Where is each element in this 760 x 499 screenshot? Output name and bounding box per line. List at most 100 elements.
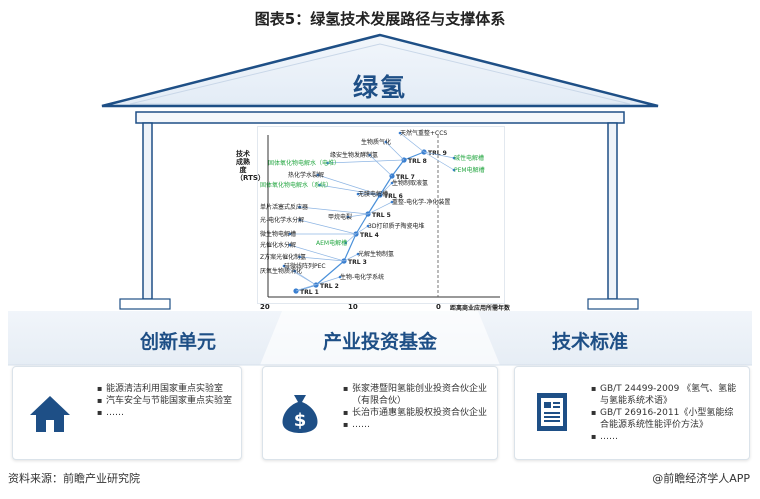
tech-label: 无膜电解槽 <box>358 190 388 198</box>
tech-label: 重整-电化学-净化装置 <box>392 198 450 206</box>
source-note: 资料来源：前瞻产业研究院 <box>8 472 140 485</box>
tech-node <box>390 200 394 204</box>
tech-label: 光-电化学水分解 <box>260 216 304 224</box>
list-item: GB/T 26916-2011《小型氢能综合能源系统性能评价方法》 <box>591 407 741 431</box>
tech-connector <box>347 213 369 218</box>
pillar-title-innovation: 创新单元 <box>139 331 216 353</box>
tech-connector <box>345 233 357 244</box>
x-tick-20: 20 <box>260 303 270 311</box>
tech-label: 固体氧化物电解水（系统） <box>260 181 332 189</box>
tech-node <box>452 168 456 172</box>
y-axis-label: 技术成熟度（RTS） <box>236 150 265 182</box>
tech-node <box>298 205 301 209</box>
tech-node <box>366 224 370 228</box>
trl-label: TRL 4 <box>360 232 379 239</box>
trl-label: TRL 2 <box>320 283 339 290</box>
tech-node <box>298 255 301 259</box>
tech-connector <box>317 174 381 196</box>
investment-list: 张家港暨阳氢能创业投资合伙企业（有限合伙） 长治市通惠氢能股权投资合伙企业 …… <box>343 383 489 431</box>
tech-connector <box>299 256 345 262</box>
trl-label: TRL 5 <box>372 212 391 219</box>
trl-label: TRL 7 <box>396 174 415 181</box>
tech-node <box>316 173 320 177</box>
tech-node <box>293 269 297 273</box>
pillar-title-investment: 产业投资基金 <box>322 331 437 353</box>
tech-connector <box>294 270 317 286</box>
tech-label: 生物-电化学系统 <box>340 273 384 281</box>
left-column <box>142 122 153 300</box>
trl-label: TRL 9 <box>428 150 447 157</box>
tech-label: 光催化水分解 <box>260 241 296 249</box>
x-tick-10: 10 <box>348 303 358 311</box>
list-item: 张家港暨阳氢能创业投资合伙企业（有限合伙） <box>343 383 489 407</box>
tech-label: AEM电解槽 <box>316 239 347 247</box>
trl-label: TRL 8 <box>408 158 427 165</box>
pillar-title-standards: 技术标准 <box>551 331 628 353</box>
tech-node <box>356 192 360 196</box>
tech-label: 厌氧生物质消化 <box>260 267 302 275</box>
tech-label: 光解生物制氢 <box>358 250 394 258</box>
tech-node <box>298 218 301 222</box>
tech-node <box>346 215 350 219</box>
tech-node <box>390 181 394 185</box>
tech-label: 碱性电解槽 <box>454 154 484 162</box>
tech-label: 热化学水裂解 <box>288 171 324 179</box>
house-icon <box>30 396 70 432</box>
tech-connector <box>385 141 405 161</box>
tech-node <box>288 243 292 247</box>
list-item: 长治市通惠氢能股权投资合伙企业 <box>343 407 489 419</box>
tech-label: 微生物电解槽 <box>260 230 296 238</box>
standards-list: GB/T 24499-2009 《氢气、氢能与氢能系统术语》 GB/T 2691… <box>591 383 741 443</box>
tech-label: 固体氧化物电解水（电堆） <box>268 159 340 167</box>
tech-label: 甲烷电裂 <box>328 213 352 221</box>
tech-label: Z方案光催化制氢 <box>260 253 306 261</box>
tech-node <box>344 241 348 245</box>
brand-note: @前瞻经济学人APP <box>652 472 750 485</box>
money-bag-icon: $ <box>282 395 318 433</box>
list-item: GB/T 24499-2009 《氢气、氢能与氢能系统术语》 <box>591 383 741 407</box>
trl-spine-segment <box>367 194 381 215</box>
tech-connector <box>367 201 393 215</box>
roof-label: 绿氢 <box>352 73 407 102</box>
tech-connector <box>319 184 381 196</box>
tech-connector <box>295 276 341 292</box>
trl-spine-segment <box>391 159 405 177</box>
trl-spine-segment <box>315 260 345 286</box>
tech-connector <box>357 193 381 196</box>
tech-node <box>452 156 456 160</box>
card-innovation: 能源清洁利用国家重点实验室 汽车安全与节能国家重点实验室 …… <box>12 366 242 460</box>
tech-label: 生物质气化 <box>361 138 391 146</box>
tech-label: PEM电解槽 <box>454 166 485 174</box>
list-item: …… <box>591 431 741 443</box>
tech-connector <box>423 151 455 159</box>
trl-label: TRL 6 <box>384 193 403 200</box>
tech-label: 3D打印质子陶瓷电堆 <box>368 222 424 230</box>
card-standards: GB/T 24499-2009 《氢气、氢能与氢能系统术语》 GB/T 2691… <box>514 366 750 460</box>
tech-connector <box>399 132 425 153</box>
tech-node <box>288 232 292 236</box>
list-item: …… <box>343 419 489 431</box>
tech-node <box>282 264 286 268</box>
tech-node <box>326 161 329 165</box>
card-investment: $ 张家港暨阳氢能创业投资合伙企业（有限合伙） 长治市通惠氢能股权投资合伙企业 … <box>262 366 498 460</box>
tech-label: 缘安生物发酵制氢 <box>330 151 378 159</box>
tech-node <box>398 131 402 135</box>
list-item: 能源清洁利用国家重点实验室 <box>97 383 235 395</box>
tech-node <box>356 252 360 256</box>
trl-label: TRL 3 <box>348 259 367 266</box>
trl-spine-segment <box>355 213 369 235</box>
tech-connector <box>423 151 455 171</box>
tech-node <box>368 153 371 157</box>
tech-node <box>338 275 342 279</box>
svg-text:$: $ <box>294 410 307 431</box>
x-axis-label: 距离商业应用所需年数 <box>450 305 511 312</box>
tech-connector <box>299 219 357 235</box>
trl-spine-segment <box>403 151 425 161</box>
tech-connector <box>379 182 393 196</box>
tech-label: 天然气重整+CCS <box>400 129 447 137</box>
tech-connector <box>327 159 405 164</box>
tech-connector <box>343 253 359 262</box>
tech-node <box>318 183 321 187</box>
